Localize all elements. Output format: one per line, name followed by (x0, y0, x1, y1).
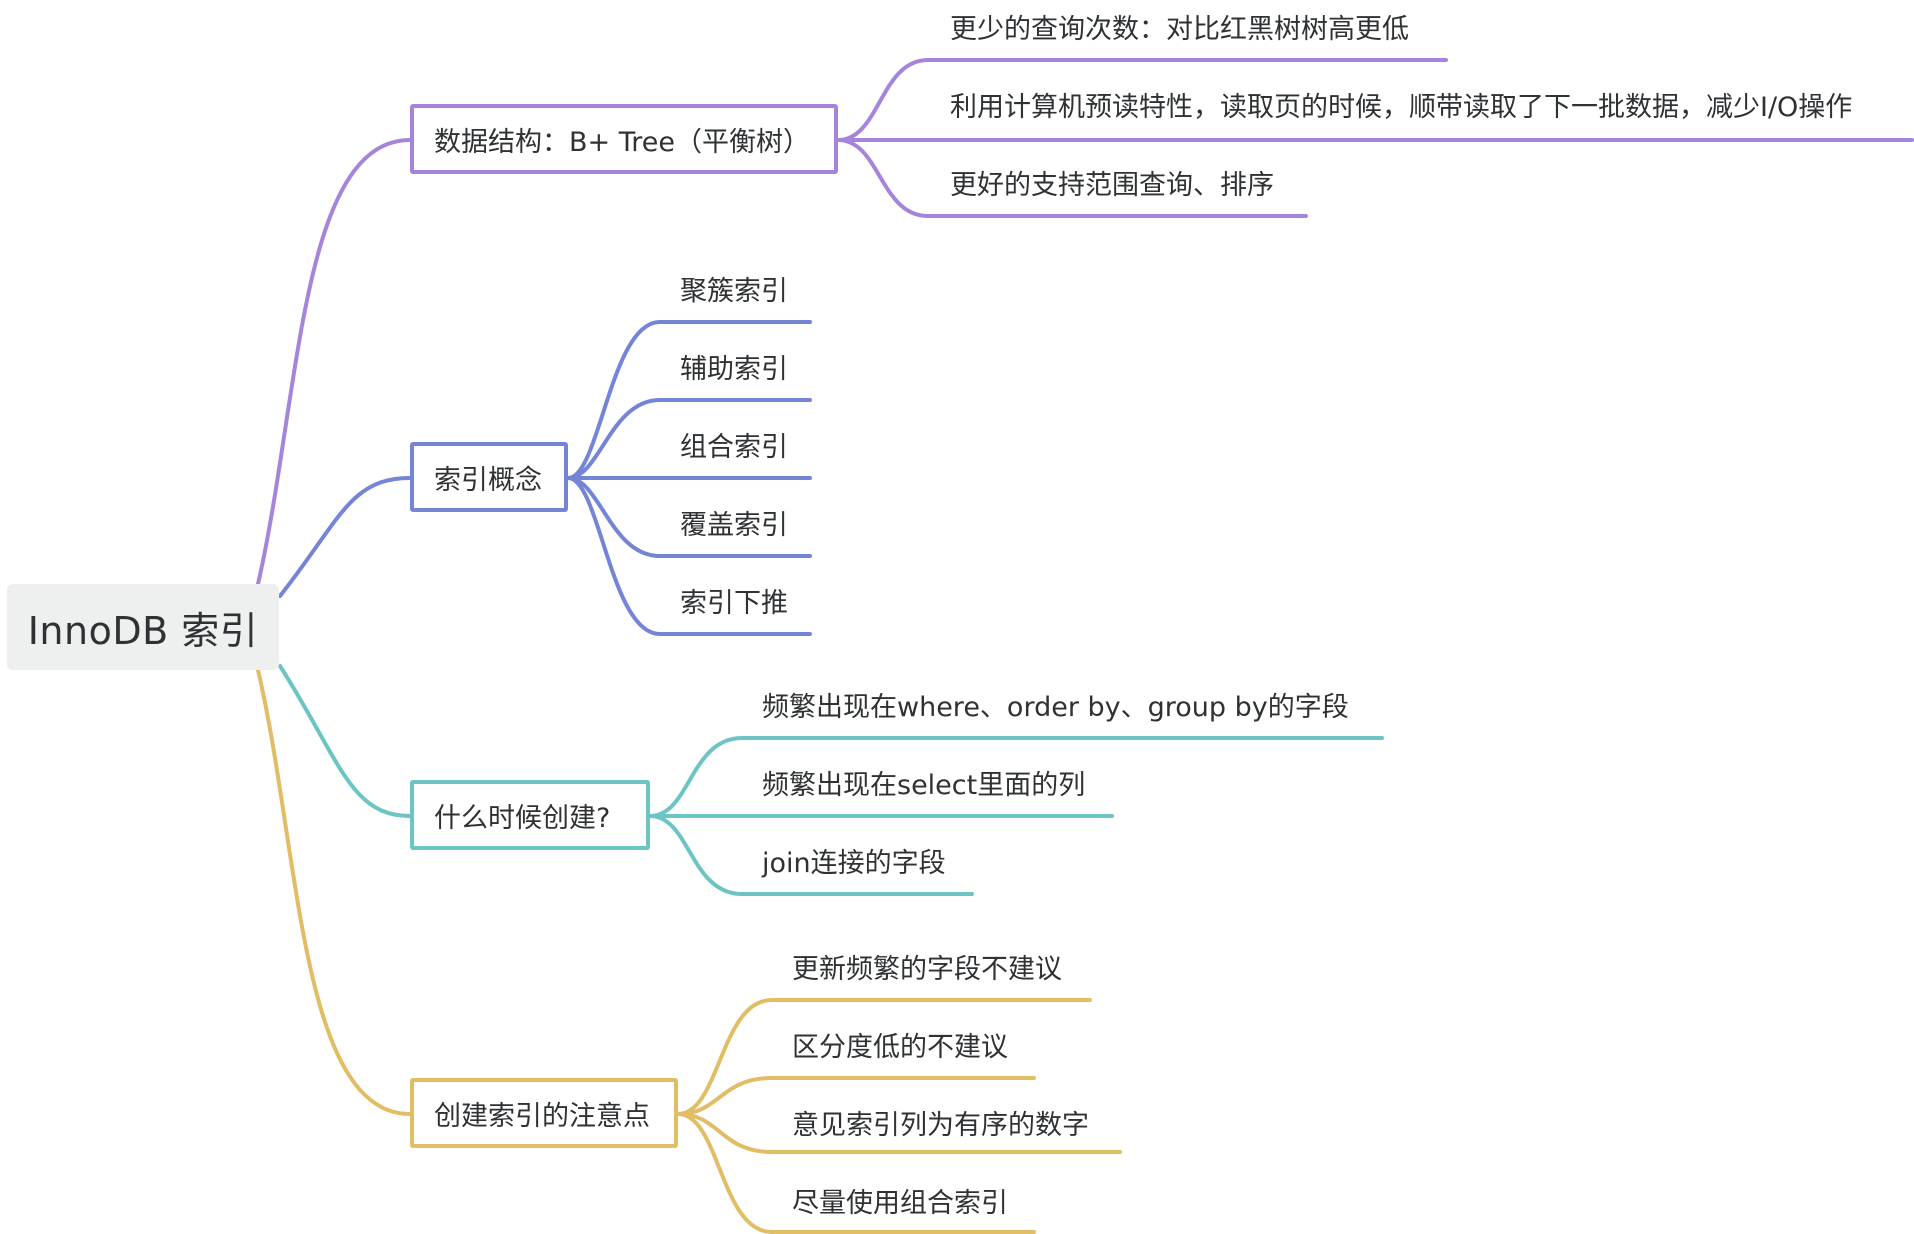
root-to-branch-2-connector (278, 476, 412, 598)
leaf-composite-index[interactable]: 组合索引 (680, 432, 788, 463)
branch-label: 创建索引的注意点 (434, 1100, 650, 1132)
branch-2-leaf-2-connector (566, 398, 812, 480)
leaf-where-order-group[interactable]: 频繁出现在where、order by、group by的字段 (762, 692, 1349, 723)
branch-node-when-to-create[interactable]: 什么时候创建? (410, 780, 650, 850)
branch-4-leaf-3-connector (676, 1112, 1122, 1154)
root-to-branch-4-connector (256, 668, 412, 1116)
branch-2-leaf-5-connector (566, 476, 812, 636)
leaf-select-columns[interactable]: 频繁出现在select里面的列 (762, 770, 1086, 801)
root-to-branch-1-connector (256, 138, 412, 586)
branch-2-leaf-1-connector (566, 320, 812, 480)
leaf-clustered-index[interactable]: 聚簇索引 (680, 276, 788, 307)
leaf-use-composite[interactable]: 尽量使用组合索引 (792, 1188, 1008, 1219)
branch-node-creation-notes[interactable]: 创建索引的注意点 (410, 1078, 678, 1148)
branch-1-leaf-3-connector (836, 138, 1308, 218)
branch-node-index-concepts[interactable]: 索引概念 (410, 442, 568, 512)
leaf-covering-index[interactable]: 覆盖索引 (680, 510, 788, 541)
branch-label: 数据结构：B+ Tree（平衡树） (434, 126, 810, 158)
branch-3-leaf-1-connector (648, 736, 1384, 818)
branch-3-leaf-3-connector (648, 814, 974, 896)
leaf-range-query[interactable]: 更好的支持范围查询、排序 (950, 170, 1274, 201)
leaf-fewer-queries[interactable]: 更少的查询次数：对比红黑树树高更低 (950, 14, 1409, 45)
leaf-ordered-numeric[interactable]: 意见索引列为有序的数字 (792, 1110, 1089, 1141)
branch-label: 什么时候创建? (434, 802, 611, 834)
branch-4-leaf-1-connector (676, 998, 1092, 1116)
leaf-secondary-index[interactable]: 辅助索引 (680, 354, 788, 385)
root-to-branch-3-connector (278, 664, 412, 818)
branch-node-data-structure[interactable]: 数据结构：B+ Tree（平衡树） (410, 104, 838, 174)
branch-label: 索引概念 (434, 464, 542, 496)
branch-2-leaf-4-connector (566, 476, 812, 558)
root-label: InnoDB 索引 (27, 608, 259, 653)
leaf-low-cardinality[interactable]: 区分度低的不建议 (792, 1032, 1008, 1063)
leaf-read-ahead[interactable]: 利用计算机预读特性，读取页的时候，顺带读取了下一批数据，减少I/O操作 (950, 92, 1853, 123)
root-node[interactable]: InnoDB 索引 (7, 584, 279, 670)
leaf-join-fields[interactable]: join连接的字段 (762, 848, 946, 879)
leaf-index-pushdown[interactable]: 索引下推 (680, 588, 788, 619)
branch-1-leaf-1-connector (836, 58, 1448, 142)
branch-4-leaf-2-connector (676, 1076, 1036, 1116)
leaf-frequent-update[interactable]: 更新频繁的字段不建议 (792, 954, 1062, 985)
branch-4-leaf-4-connector (676, 1112, 1036, 1234)
